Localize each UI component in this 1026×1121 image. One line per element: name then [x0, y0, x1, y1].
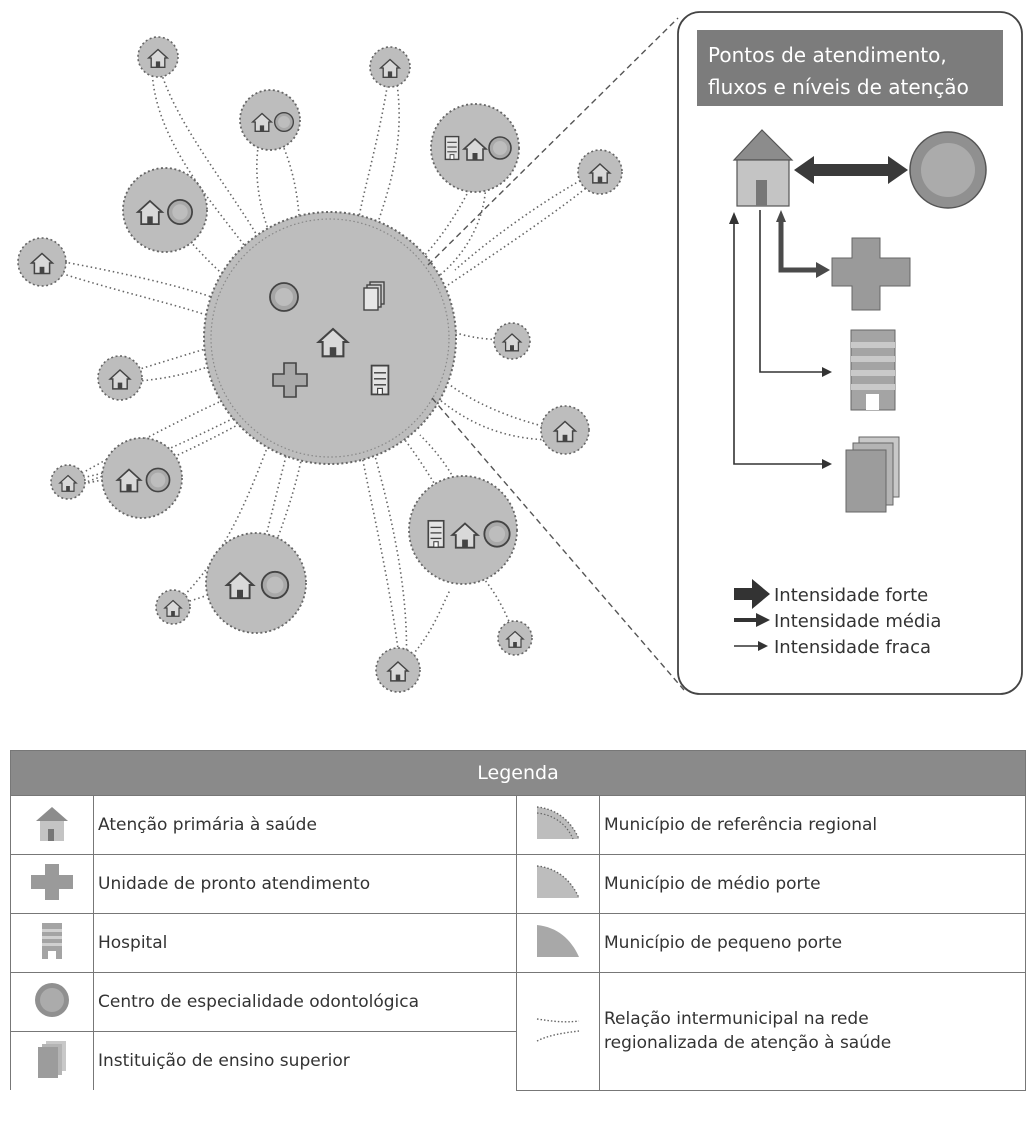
regional-municipality-icon [536, 805, 580, 839]
legend-label: Município de referência regional [599, 795, 1026, 855]
medium-municipality-icon [536, 864, 580, 898]
emergency-unit-cross-icon [831, 237, 911, 311]
weak-flow-arrows [733, 210, 824, 465]
dental-center-icon [909, 131, 987, 209]
small-municipality [577, 149, 623, 195]
dental-center-icon [35, 982, 69, 1017]
medium-arrow-icon [734, 613, 770, 627]
medium-municipality [239, 89, 301, 151]
strong-flow-arrow [794, 156, 908, 184]
cross-icon [31, 863, 73, 900]
intensity-medium-label: Intensidade média [774, 611, 941, 632]
legend-label-line2: regionalizada de atenção à saúde [604, 1033, 892, 1054]
university-icon [845, 436, 900, 513]
small-municipality-icon [537, 924, 579, 957]
inset-title-line2: fluxos e níveis de atenção [708, 75, 969, 99]
dotted-line-icon [536, 1018, 580, 1042]
medium-municipality [122, 167, 208, 253]
regional-municipality [408, 475, 518, 585]
regional-reference-municipality [203, 211, 457, 465]
legend-label: Atenção primária à saúde [93, 795, 517, 855]
legend-label-line1: Relação intermunicipal na rede [604, 1009, 869, 1030]
intensity-legend: Intensidade forte Intensidade média Inte… [734, 579, 941, 658]
legend-table: Legenda Atenção primária à saúde Municíp… [10, 750, 1026, 1091]
small-municipality [375, 647, 421, 693]
hospital-icon [42, 922, 62, 959]
university-icon [38, 1040, 66, 1078]
strong-arrow-icon [734, 579, 770, 609]
legend-label: Hospital [93, 913, 517, 973]
legend-header: Legenda [10, 750, 1026, 796]
hospital-icon [850, 329, 896, 411]
medium-municipality [205, 532, 307, 634]
small-municipality [97, 355, 143, 401]
small-municipality [155, 589, 191, 625]
intensity-strong-label: Intensidade forte [774, 585, 928, 606]
network-diagram: Pontos de atendimento, fluxos e níveis d… [17, 11, 1023, 695]
small-municipality [50, 464, 86, 500]
legend-label: Município de médio porte [599, 854, 1026, 914]
intensity-weak-label: Intensidade fraca [774, 637, 931, 658]
house-icon [36, 806, 68, 841]
small-municipality [137, 36, 179, 78]
legend-label: Unidade de pronto atendimento [93, 854, 517, 914]
zoom-lines [427, 17, 685, 691]
inset-panel: Pontos de atendimento, fluxos e níveis d… [677, 11, 1023, 695]
inset-title-background [697, 30, 1003, 106]
small-municipality [493, 322, 531, 360]
legend-label: Centro de especialidade odontológica [93, 972, 517, 1032]
legend-label: Município de pequeno porte [599, 913, 1026, 973]
weak-arrow-icon [734, 641, 768, 651]
small-municipality [540, 405, 590, 455]
legend-label: Instituição de ensino superior [93, 1031, 517, 1090]
small-municipality [369, 46, 411, 88]
primary-care-house-icon [732, 129, 794, 207]
medium-flow-arrow [778, 220, 818, 273]
small-municipality [497, 620, 533, 656]
regional-municipality [430, 103, 520, 193]
medium-municipality [101, 437, 183, 519]
inset-title-line1: Pontos de atendimento, [708, 43, 947, 67]
small-municipality [17, 237, 67, 287]
